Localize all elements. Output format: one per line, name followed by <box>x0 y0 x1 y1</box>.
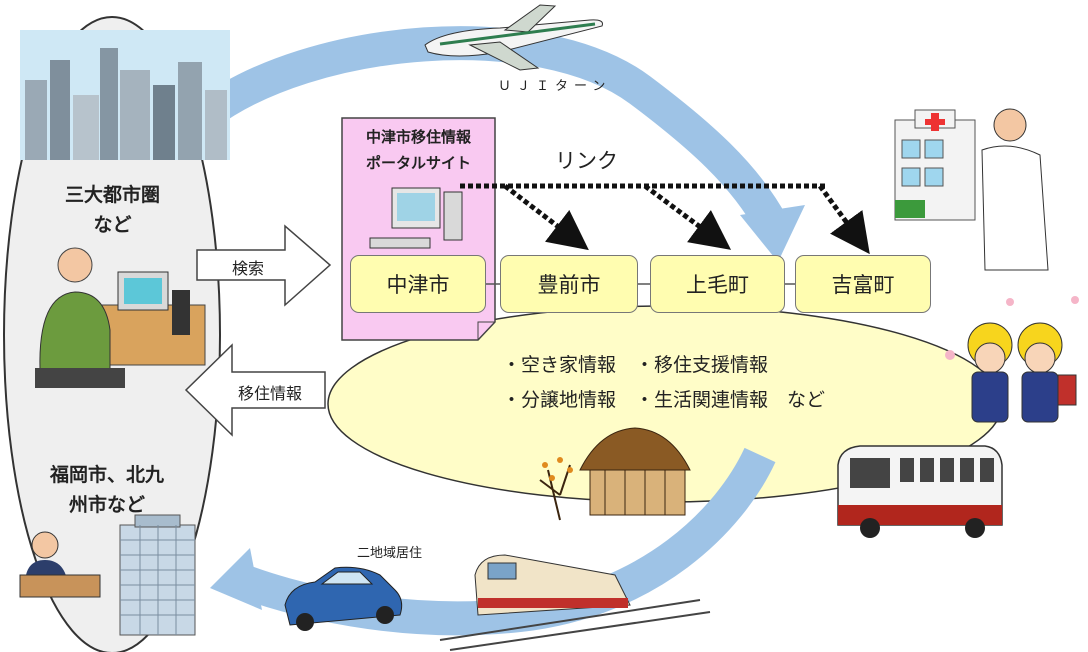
municipality-box-yoshitomi[interactable]: 吉富町 <box>795 255 931 313</box>
search-label: 検索 <box>232 259 265 278</box>
train-icon <box>439 554 711 651</box>
municipality-box-kozue[interactable]: 上毛町 <box>650 255 785 313</box>
link-label: リンク <box>555 149 618 173</box>
skyline-icon <box>20 30 230 160</box>
info-arrow[interactable] <box>184 343 326 437</box>
office-building-icon <box>119 514 196 636</box>
info-list-line-1: ・空き家情報 ・移住支援情報 <box>502 354 769 376</box>
link-arrows <box>460 183 870 255</box>
region-label-fukuoka: 福岡市、北九 州市など <box>49 464 164 516</box>
portal-title: 中津市移住情報 ポータルサイト <box>365 128 471 172</box>
bus-icon <box>837 445 1003 538</box>
dual-residence-arrowhead <box>210 548 262 610</box>
school-children-icon <box>945 296 1079 423</box>
office-worker-icon <box>19 531 101 598</box>
airplane-icon <box>424 4 603 71</box>
uji-turn-arrow <box>194 26 787 234</box>
municipality-box-nakatsu[interactable]: 中津市 <box>350 255 486 313</box>
search-arrow[interactable] <box>196 224 332 307</box>
municipality-box-buzen[interactable]: 豊前市 <box>500 255 638 313</box>
uji-turn-arrowhead <box>740 205 805 262</box>
car-icon <box>284 566 403 631</box>
hospital-doctor-icon <box>894 108 1049 271</box>
computer-user-icon <box>35 247 206 388</box>
info-list-line-2: ・分譲地情報 ・生活関連情報 など <box>502 389 826 411</box>
computer-icon <box>369 187 463 249</box>
thatched-house-icon <box>539 427 691 521</box>
region-label-metropolitan: 三大都市圏 など <box>64 184 160 236</box>
info-label: 移住情報 <box>238 384 303 403</box>
dual-residence-label: 二地域居住 <box>357 546 423 561</box>
uji-turn-label: ＵＪＩターン <box>498 79 612 94</box>
